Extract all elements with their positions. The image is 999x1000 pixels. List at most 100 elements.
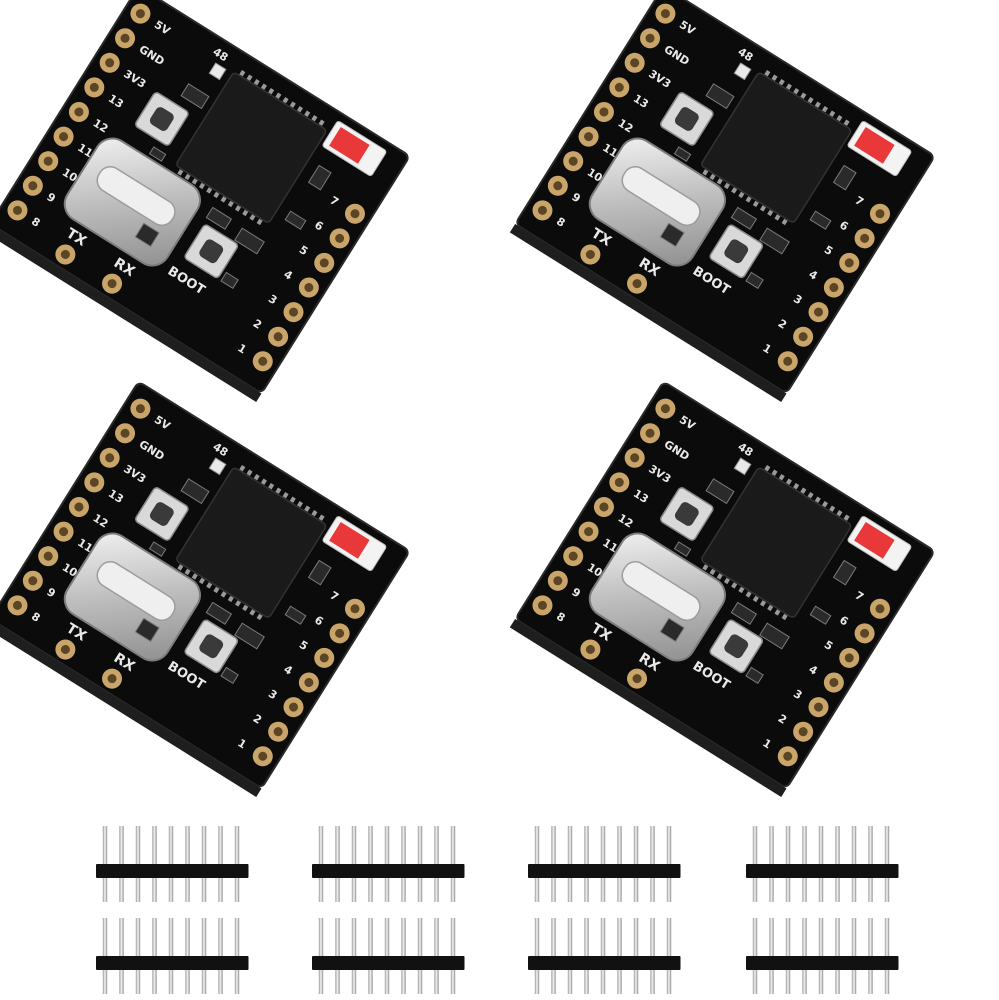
chip-lead	[759, 205, 767, 212]
pin-header	[746, 826, 899, 902]
pin-hole	[335, 233, 345, 243]
pin-hole	[860, 233, 870, 243]
header-plastic	[746, 864, 899, 878]
pin-hole	[844, 258, 854, 268]
button-cap	[149, 502, 174, 526]
smd-component	[234, 622, 265, 650]
chip-lead	[227, 595, 234, 603]
pin-hole	[319, 653, 329, 663]
button-cap	[724, 634, 749, 659]
smd-component	[284, 210, 307, 230]
smd-component	[832, 164, 857, 191]
button-cap	[674, 502, 699, 526]
chip-lead	[793, 88, 800, 95]
smd-component	[134, 222, 160, 248]
pin-hole	[258, 356, 268, 366]
chip-lead	[709, 173, 716, 181]
chip-lead	[829, 110, 836, 117]
pin-hole	[304, 283, 314, 293]
chip-lead	[239, 465, 246, 472]
chip-lead	[256, 218, 263, 226]
chip-lead	[296, 106, 304, 113]
chip-lead	[213, 586, 220, 594]
pin-hole	[289, 307, 299, 317]
pin-hole	[304, 678, 314, 688]
smd-component	[745, 666, 764, 685]
chip-lead	[821, 501, 829, 508]
pin-hole	[350, 604, 360, 614]
chip-lead	[253, 474, 260, 481]
smd-component	[134, 617, 160, 643]
pin-hole	[350, 209, 360, 219]
chip-lead	[191, 178, 198, 185]
rgb-led	[733, 62, 752, 81]
chip-lead	[198, 577, 205, 585]
smd-component	[180, 478, 210, 505]
chip-lead	[289, 496, 296, 503]
pin-hole	[59, 527, 69, 537]
chip-lead	[184, 568, 191, 576]
chip-lead	[260, 83, 267, 90]
chip-lead	[304, 110, 311, 117]
chip-lead	[767, 209, 774, 217]
pin-hole	[59, 132, 69, 142]
usb-c-port	[96, 166, 176, 227]
chip-lead	[774, 214, 781, 221]
pin-hole	[60, 644, 70, 654]
pin-hole	[660, 404, 670, 414]
pcb-edge	[509, 618, 787, 797]
chip-lead	[814, 496, 821, 503]
pin-hole	[335, 628, 345, 638]
smd-component	[234, 227, 265, 255]
pin-hole	[537, 600, 547, 610]
pin-hole	[135, 9, 145, 19]
smd-component	[180, 83, 210, 110]
header-plastic	[528, 864, 681, 878]
chip-lead	[778, 474, 785, 481]
chip-lead	[206, 582, 213, 589]
chip-lead	[759, 600, 767, 607]
header-plastic	[312, 864, 465, 878]
pin-hole	[105, 58, 115, 68]
chip-lead	[191, 573, 198, 580]
chip-lead	[234, 600, 242, 607]
pin-hole	[568, 551, 578, 561]
chip-lead	[253, 79, 260, 86]
header-plastic	[528, 956, 681, 970]
pin-header	[96, 826, 249, 902]
chip-lead	[177, 564, 184, 571]
smd-component	[205, 601, 233, 625]
smd-component	[759, 622, 790, 650]
pin-hole	[60, 249, 70, 259]
button-cap	[724, 239, 749, 264]
pin-hole	[632, 674, 642, 684]
smd-component	[730, 601, 758, 625]
pin-hole	[568, 156, 578, 166]
chip-lead	[836, 510, 843, 517]
chip-lead	[304, 505, 311, 512]
chip-lead	[184, 173, 191, 181]
antenna-element	[854, 522, 895, 559]
pcb	[516, 382, 934, 788]
chip-lead	[246, 469, 253, 476]
smd-component	[307, 559, 332, 586]
pin-hole	[875, 209, 885, 219]
pin-header	[746, 918, 899, 994]
usb-c-port	[621, 166, 701, 227]
chip-lead	[318, 514, 325, 521]
chip-lead	[296, 501, 304, 508]
pin-hole	[844, 653, 854, 663]
pcb-edge	[509, 223, 787, 402]
pin-hole	[89, 477, 99, 487]
esp32-chip	[701, 467, 852, 618]
pin-hole	[814, 307, 824, 317]
smd-component	[284, 605, 307, 625]
pin-hole	[630, 453, 640, 463]
pin-hole	[105, 453, 115, 463]
pin-hole	[584, 132, 594, 142]
chip-lead	[723, 577, 730, 585]
smd-component	[832, 559, 857, 586]
